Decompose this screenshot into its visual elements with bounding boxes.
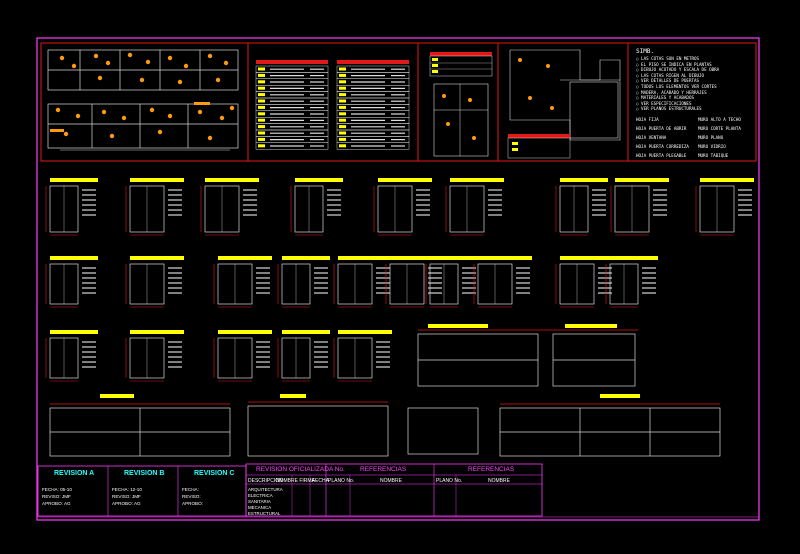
legend-note: ○ VER ESPECIFICACIONES (636, 100, 692, 106)
long-sections (49, 333, 721, 457)
panel-floor-plan (40, 42, 249, 162)
legend-symbol-right: MURO CORTE PLANTA (698, 126, 741, 131)
revision-row: FECHA: 05-10 (42, 487, 72, 492)
top-panels (40, 42, 757, 162)
revision-title: REVISION A (54, 470, 95, 477)
col-references-2: REFERENCIAS (468, 466, 515, 473)
legend-note: ○ VER DETALLES DE PUERTAS (636, 78, 700, 84)
floor-plan-drawing (47, 49, 239, 151)
sub-descripcion: DESCRIPCION (248, 478, 283, 484)
title-block-row: ESTRUCTURAL (248, 511, 281, 516)
revision-row: APROBO: (182, 501, 203, 506)
panel-legend (627, 42, 757, 162)
legend-symbol-left: HOJA VENTANA (636, 135, 667, 140)
revision-row: REVISO: JMF (112, 494, 141, 499)
revision-row: FECHA: (182, 487, 199, 492)
title-block (37, 463, 543, 517)
legend-note: ○ DIBUJO ACOTADO Y ESCALA DE OBRA (636, 67, 720, 73)
sub-nombre-2: NOMBRE (488, 478, 510, 484)
title-block-row: ARQUITECTURA (248, 487, 283, 492)
legend-note: ○ EL PISO SE INDICA EN PLANTAS (636, 61, 712, 67)
legend-symbol-left: HOJA FIJA (636, 117, 659, 122)
col-references-1: REFERENCIAS (360, 466, 407, 473)
revision-title: REVISION B (124, 470, 165, 477)
legend-note: ○ MATERIALES Y ACABADOS (636, 95, 694, 101)
legend-symbol-left: HOJA PUERTA PLEGABLE (636, 153, 687, 158)
title-block-row: MECANICA (248, 505, 272, 510)
legend-title: SIMB. (636, 48, 655, 55)
long-section-labels (100, 324, 640, 398)
sub-nombre-firma: NOMBRE FIRMA (276, 478, 315, 484)
schedule-table-1 (255, 60, 410, 150)
long-section-red (50, 329, 720, 405)
sub-plano-no-2: PLANO No. (436, 478, 463, 484)
elevation-details (45, 178, 754, 382)
revision-row: REVISO: (182, 494, 201, 499)
revision-row: APROBO: AG (112, 501, 141, 506)
legend-symbol-right: MURO PLANO (698, 135, 724, 140)
sub-nombre: NOMBRE (380, 478, 402, 484)
revision-row: APROBO: AG (42, 501, 71, 506)
legend-symbol-right: MURO ALTO A TECHO (698, 117, 741, 122)
title-block-row: SANITARIA (248, 499, 271, 504)
legend-note: ○ TODOS LOS ELEMENTOS VER CORTES (636, 84, 717, 89)
title-block-row: ELECTRICA (248, 493, 273, 498)
col-revision-header: REVISION OFICIALIZADA No. (256, 466, 345, 473)
revision-title: REVISION C (194, 470, 235, 477)
sub-fecha: FECHA (312, 478, 329, 484)
floor-plan-tags (50, 52, 235, 141)
legend-symbol-left: HOJA PUERTA DE ABRIR (636, 126, 687, 131)
sheet-border (36, 37, 760, 521)
legend-symbol-right: MURO VIDRIO (698, 144, 726, 149)
revision-row: REVISO: JMF (42, 494, 71, 499)
legend-note: ○ LAS COTAS RIGEN AL DIBUJO (636, 72, 705, 78)
legend-symbol-left: HOJA PUERTA CORREDIZA (636, 144, 689, 149)
sub-plano-no: PLANO No. (328, 478, 355, 484)
site-plan (507, 49, 621, 159)
legend-symbol-right: MURO TABIQUE (698, 153, 729, 158)
legend-note: ○ MADERA, ACABADO Y HERRAJES (636, 89, 707, 95)
revision-row: FECHA: 12-10 (112, 487, 142, 492)
legend-note: ○ VER PLANOS ESTRUCTURALES (636, 106, 702, 112)
schedule-table-2 (429, 52, 493, 157)
legend-note: ○ LAS COTAS SON EN METROS (636, 56, 700, 61)
